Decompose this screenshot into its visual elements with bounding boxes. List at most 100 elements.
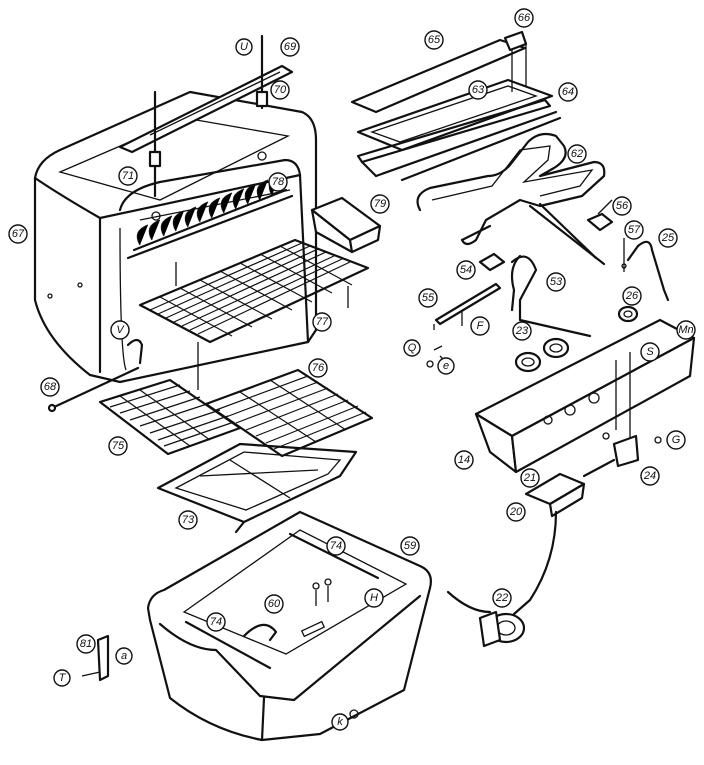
callout-label: 20 [509,506,523,518]
callout-label: 26 [625,290,639,302]
callout-label: 66 [518,12,531,24]
callout-53: 53 [546,272,566,292]
callout-74-bottom: 74 [206,612,226,632]
callout-label: 70 [274,84,287,96]
callout-u: U [235,38,253,56]
callout-73: 73 [178,510,198,530]
firebox-bowl [81,510,432,742]
callout-label: 76 [312,362,325,374]
callout-label: 54 [460,264,472,276]
callout-label: e [443,360,449,372]
briquette-grates [98,368,374,458]
callout-label: 68 [44,381,57,393]
callout-label: U [240,41,248,53]
valve-bracket [433,252,506,330]
callout-label: 56 [616,200,629,212]
hinge-pin [47,338,144,413]
callout-label: T [59,672,67,684]
callout-label: 59 [404,540,416,552]
callout-label: 14 [458,454,470,466]
warming-rack [126,174,294,286]
callout-79: 79 [370,194,390,214]
callout-62: 62 [567,144,587,164]
callout-e: e [437,357,455,375]
callout-64: 64 [558,82,578,102]
callout-s: S [640,342,660,362]
callout-23: 23 [512,321,532,341]
callout-74-top: 74 [326,536,346,556]
callout-label: 57 [628,224,641,236]
callout-label: F [477,320,485,332]
callout-21: 21 [520,468,540,488]
callout-55: 55 [418,288,438,308]
gas-valve-regulator [446,458,616,648]
callout-57: 57 [624,220,644,240]
callout-label: 64 [562,86,574,98]
cooking-grid [138,238,370,390]
callout-66: 66 [514,8,534,28]
callout-56: 56 [612,196,632,216]
callout-54: 54 [456,260,476,280]
callout-label: k [337,716,343,728]
callout-63: 63 [468,80,488,100]
callout-label: 78 [272,176,285,188]
callout-label: 53 [550,276,563,288]
callout-67: 67 [8,224,28,244]
callout-label: 71 [122,170,134,182]
callout-label: 81 [80,638,92,650]
callout-label: 65 [428,34,441,46]
callout-label: Q [408,342,417,354]
callout-label: Mn [678,324,693,336]
callout-69: 69 [280,37,300,57]
lid-handle [118,34,294,198]
callout-label: 55 [422,292,435,304]
callout-label: 79 [374,198,386,210]
gas-burner [416,132,606,338]
callout-24: 24 [640,466,660,486]
callout-75: 75 [108,436,128,456]
callout-label: 22 [495,592,508,604]
callout-g: G [666,430,686,450]
callout-label: 67 [12,228,25,240]
callout-77: 77 [312,312,332,332]
callout-14: 14 [454,450,474,470]
callout-label: 75 [112,440,125,452]
callout-68: 68 [40,377,60,397]
callout-mn: Mn [676,320,696,340]
callout-t: T [53,669,71,687]
callout-label: 62 [571,148,583,160]
igniter-parts [586,199,670,302]
callout-q: Q [403,339,421,357]
callout-label: 21 [523,472,536,484]
control-knobs [426,305,639,373]
callout-label: 24 [643,470,656,482]
rock-grate-assembly [350,30,562,182]
callout-81: 81 [76,634,96,654]
callout-k: k [331,713,349,731]
callout-65: 65 [424,30,444,50]
callout-label: S [646,346,654,358]
callout-a: a [115,647,133,665]
callout-label: 74 [210,616,222,628]
control-panel [474,318,696,474]
callout-78: 78 [268,172,288,192]
callout-60: 60 [264,594,284,614]
callout-label: G [672,434,681,446]
callout-f: F [470,316,490,336]
callout-label: H [370,592,378,604]
callout-26: 26 [622,286,642,306]
callout-71: 71 [118,166,138,186]
callout-76: 76 [308,358,328,378]
lid-assembly [33,90,318,384]
callout-59: 59 [400,536,420,556]
callout-h: H [364,588,384,608]
callout-label: 23 [515,325,529,337]
callout-label: 73 [182,514,195,526]
callout-25: 25 [658,228,678,248]
callout-label: 60 [268,598,281,610]
callout-22: 22 [492,588,512,608]
callout-label: 25 [661,232,675,244]
callout-label: 63 [472,84,485,96]
callout-label: 69 [284,41,296,53]
